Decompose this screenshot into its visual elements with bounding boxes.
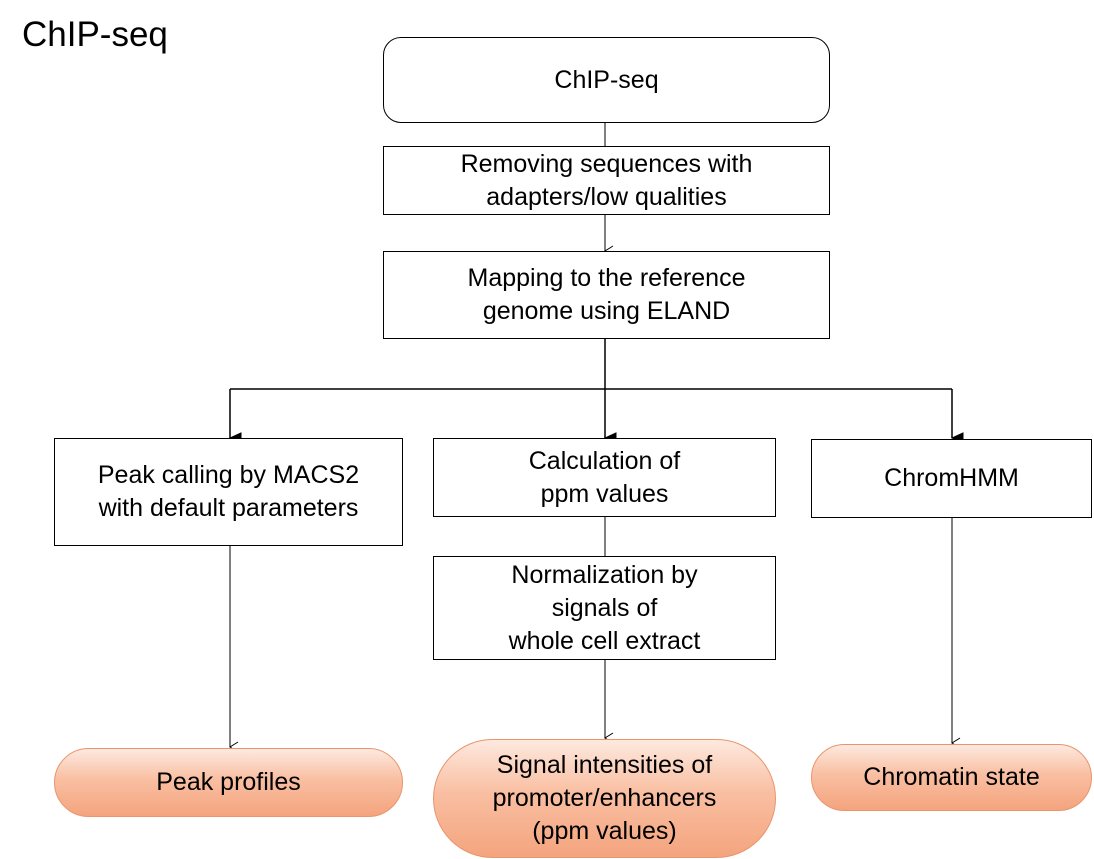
node-chip-seq: ChIP-seq — [383, 37, 830, 123]
node-removing-sequences: Removing sequences with adapters/low qua… — [383, 146, 830, 215]
node-normalization: Normalization by signals of whole cell e… — [433, 556, 776, 660]
node-chromatin-state: Chromatin state — [811, 744, 1092, 811]
node-calculation-ppm: Calculation of ppm values — [433, 438, 776, 517]
diagram-title: ChIP-seq — [22, 15, 168, 54]
node-chromhmm: ChromHMM — [811, 439, 1092, 518]
node-peak-calling: Peak calling by MACS2 with default param… — [54, 438, 403, 546]
node-signal-intensities: Signal intensities of promoter/enhancers… — [433, 739, 776, 858]
node-peak-profiles: Peak profiles — [54, 748, 403, 817]
node-mapping-reference: Mapping to the reference genome using EL… — [383, 251, 830, 339]
